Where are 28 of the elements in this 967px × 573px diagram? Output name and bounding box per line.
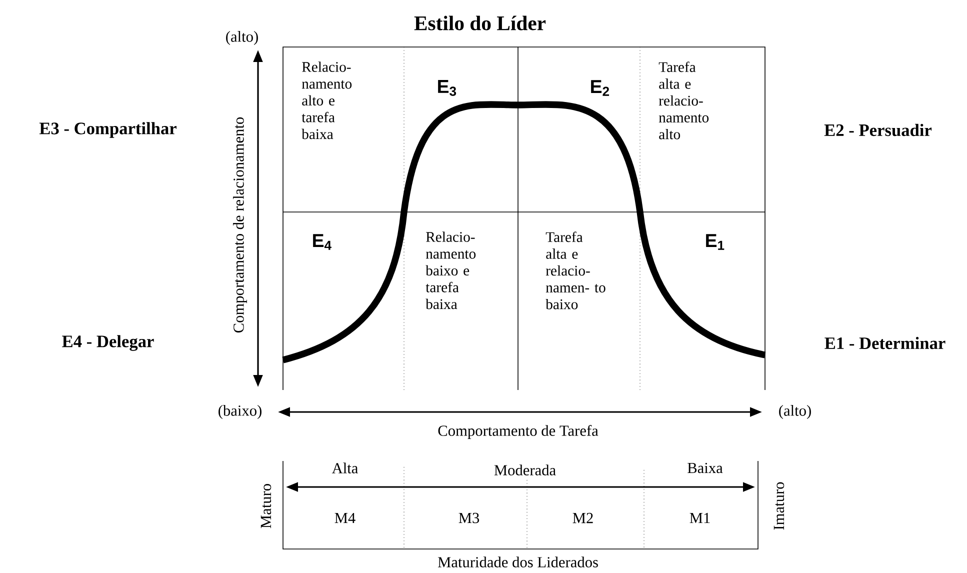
axis-end-label: Imaturo — [774, 482, 784, 530]
style-label: E$_{1}$ — [706, 234, 724, 250]
maturity-label: M1 — [690, 512, 710, 524]
maturity-label: M3 — [458, 512, 480, 524]
style-label: E$_{4}$ — [313, 234, 332, 250]
axis-end-label: (alto) — [226, 31, 258, 45]
maturity-label: M4 — [334, 512, 356, 524]
style-label: E$_{2}$ — [591, 80, 610, 96]
style-name: E2 - Persuadir — [824, 124, 932, 136]
quadrant-text: Relacio- namento baixo e tarefa baixa — [426, 232, 476, 310]
style-label: E$_{3}$ — [438, 80, 456, 96]
axis-end-label: Maturo — [260, 484, 272, 528]
style-name: E1 - Determinar — [824, 336, 946, 350]
axis-label: Maturidade dos Liderados — [438, 556, 598, 568]
style-name: E4 - Delegar — [62, 335, 154, 351]
axis-end-label: (baixo) — [218, 405, 262, 419]
maturity-level: Baixa — [688, 462, 723, 474]
title: Estilo do Líder — [414, 16, 546, 30]
quadrant-text: Relacio- namento alto e tarefa baixa — [302, 62, 352, 140]
style-name: E3 - Compartilhar — [39, 122, 176, 138]
quadrant-text: Tarefa alta e relacio- namen- to baixo — [546, 232, 606, 310]
quadrant-text: Tarefa alta e relacio- namento alto — [658, 62, 709, 140]
maturity-level: Moderada — [494, 464, 556, 476]
maturity-level: Alta — [332, 462, 358, 474]
axis-end-label: (alto) — [779, 405, 811, 419]
maturity-label: M2 — [572, 512, 593, 524]
axis-label: Comportamento de relacionamento — [233, 117, 247, 333]
axis-label: Comportamento de Tarefa — [438, 424, 598, 440]
